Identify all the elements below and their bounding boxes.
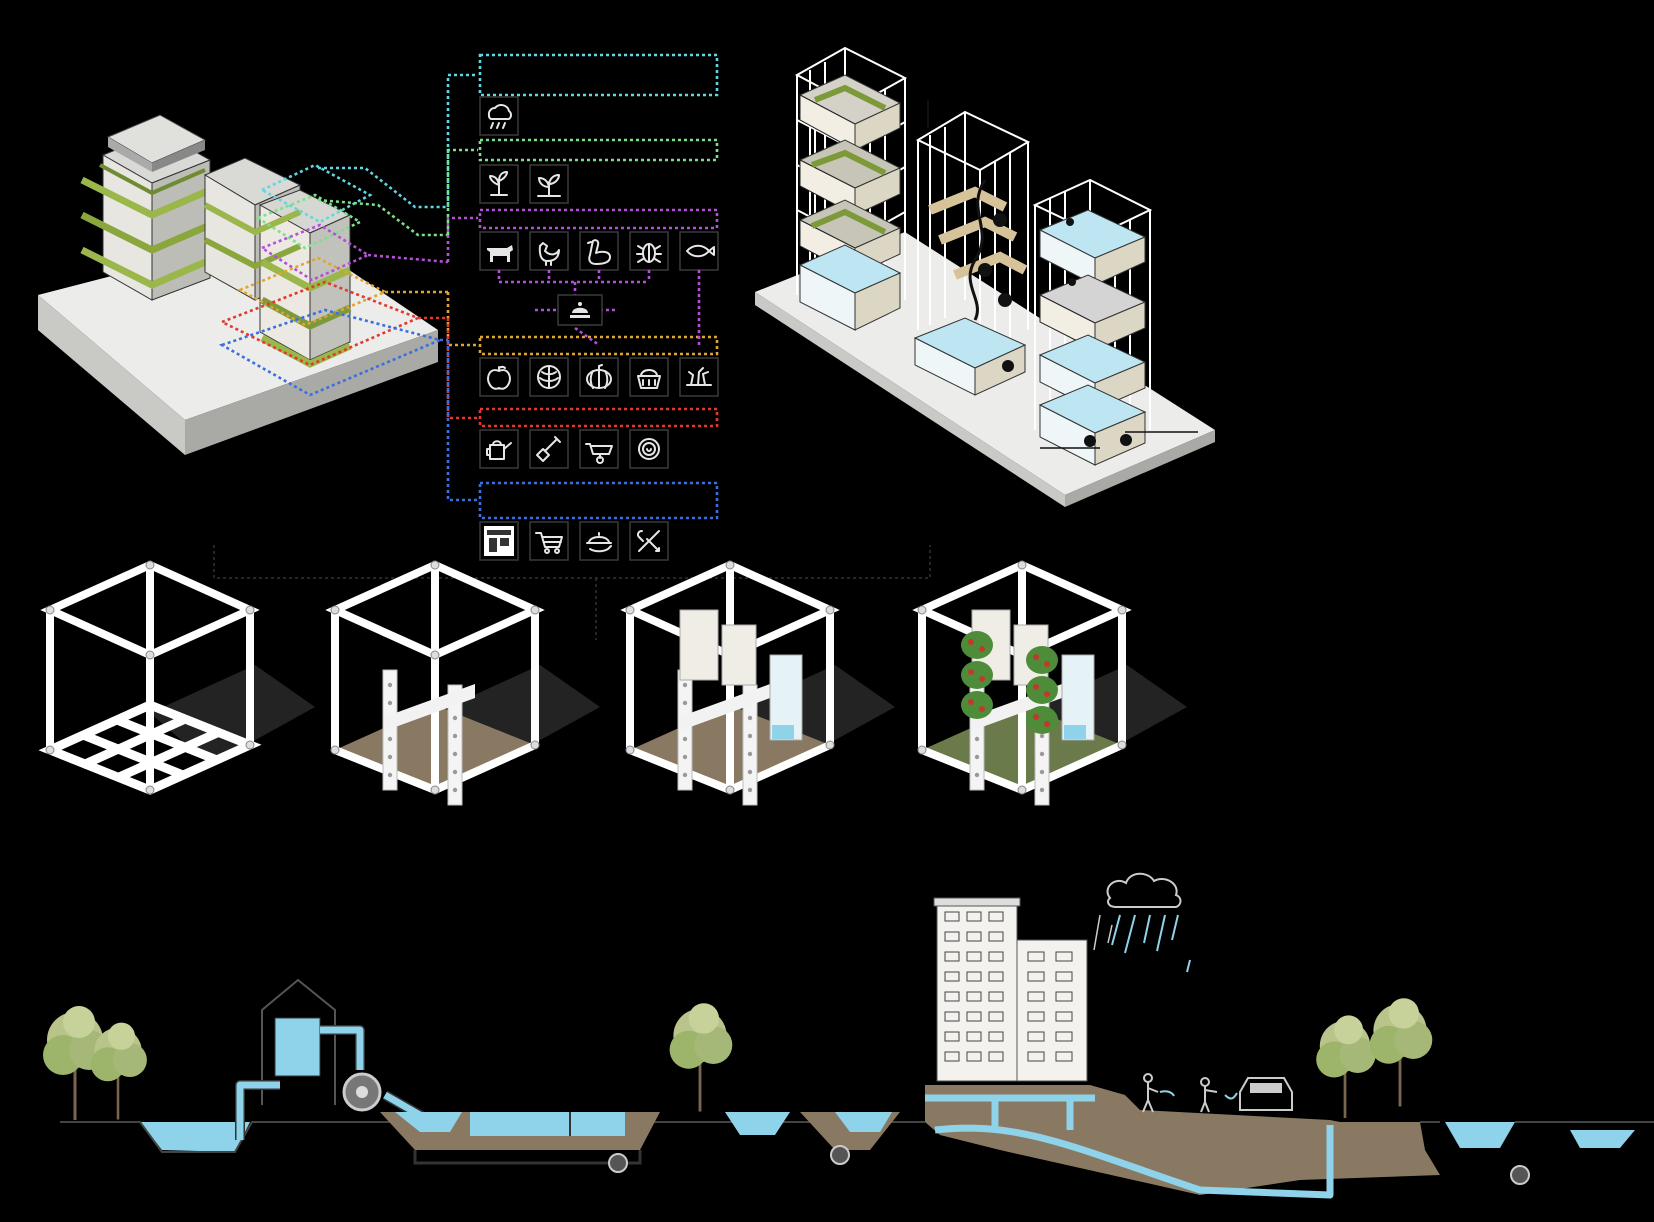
fish-icon: [680, 232, 718, 270]
tree: [1316, 1015, 1375, 1118]
legend-header-water: [480, 55, 717, 95]
legend-header-market: [480, 483, 717, 518]
assembly-bracket: [214, 545, 930, 640]
feeder-icon: [558, 295, 602, 325]
chicken-icon: [530, 232, 568, 270]
delivery-tray-icon: [580, 522, 618, 560]
apple-icon: [480, 358, 518, 396]
shopping-cart-icon: [530, 522, 568, 560]
rain-cloud-icon: [480, 97, 518, 135]
herbs-icon: [680, 358, 718, 396]
module-assembly-sequence: [46, 561, 1187, 805]
tools-icon: [630, 522, 668, 560]
cabbage-icon: [530, 358, 568, 396]
farm-tower-axonometric: [755, 48, 1215, 507]
pumpkin-icon: [580, 358, 618, 396]
module-frame: [46, 561, 315, 794]
building-axonometric: [38, 115, 440, 455]
module-columns: [331, 561, 600, 805]
trees: [43, 998, 1432, 1120]
legend-header-tools: [480, 409, 717, 426]
goose-icon: [580, 232, 618, 270]
legend-flow-diagram: [448, 55, 718, 560]
tree: [91, 1023, 147, 1120]
watering-can-icon: [480, 430, 518, 468]
main-tower: [82, 115, 210, 300]
people: [1143, 1074, 1217, 1112]
wheelbarrow-icon: [580, 430, 618, 468]
basket-icon: [630, 358, 668, 396]
tower-a: [797, 48, 905, 330]
rain-cloud: [1094, 874, 1190, 972]
tree: [670, 1003, 733, 1111]
market-stall-icon: [480, 522, 518, 560]
tree: [1370, 998, 1433, 1106]
module-planted: [918, 561, 1187, 805]
module-shelving: [626, 561, 895, 805]
snail-icon: [630, 430, 668, 468]
legend-header-produce: [480, 337, 717, 354]
shovel-icon: [530, 430, 568, 468]
sprout-icon: [530, 165, 568, 203]
legend-header-animals: [480, 210, 717, 228]
insect-icon: [630, 232, 668, 270]
apartment-building: [934, 898, 1087, 1081]
seedling-icon: [480, 165, 518, 203]
legend-header-plants: [480, 140, 717, 160]
left-pond: [140, 1122, 250, 1152]
car: [1240, 1078, 1292, 1110]
cow-icon: [480, 232, 518, 270]
